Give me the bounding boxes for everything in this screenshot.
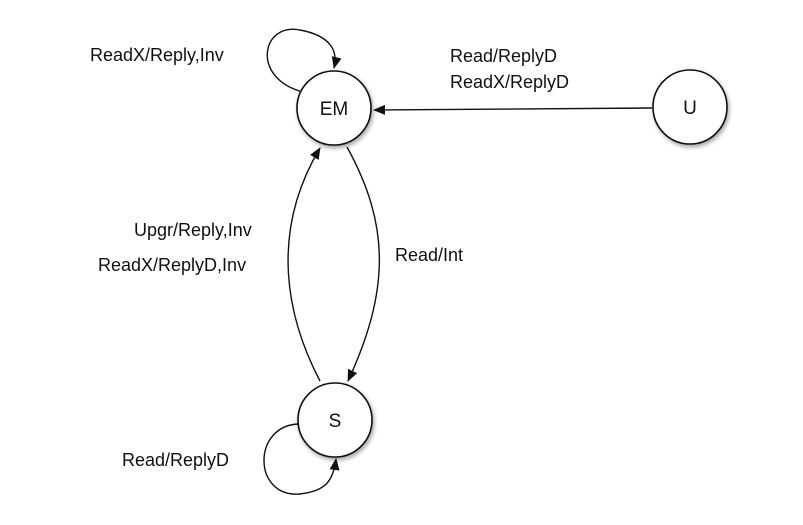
label-s-to-em-line1: Upgr/Reply,Inv [134,220,252,240]
label-s-to-em-line2: ReadX/ReplyD,Inv [98,255,246,275]
state-em: EM [296,70,372,146]
label-u-to-em-line1: Read/ReplyD [450,46,557,66]
edge-em-to-s [346,146,381,382]
edge-em-self-loop [266,28,342,93]
label-u-to-em-line2: ReadX/ReplyD [450,72,569,92]
state-s: S [297,382,373,458]
label-em-to-s: Read/Int [395,245,463,265]
state-s-label: S [329,411,342,432]
state-u: U [652,69,728,145]
label-s-self-loop: Read/ReplyD [122,450,229,470]
edge-s-self-loop [263,423,340,495]
label-em-self-loop: ReadX/Reply,Inv [90,45,224,65]
edge-u-to-em [373,104,653,115]
state-em-label: EM [320,99,349,120]
edge-s-to-em [287,147,321,382]
state-u-label: U [683,98,697,119]
